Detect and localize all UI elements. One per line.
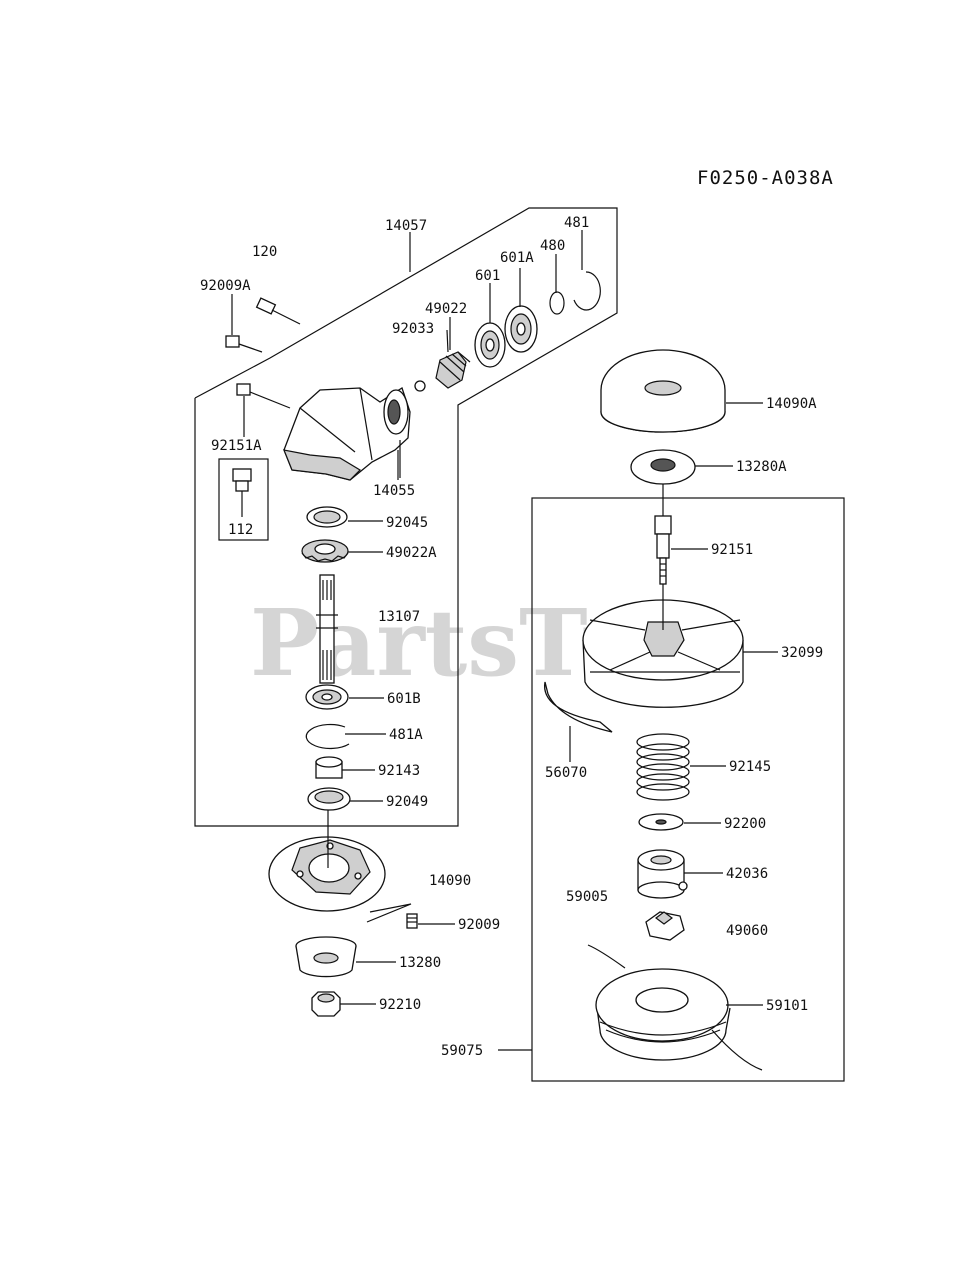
gear-case-group-outline xyxy=(194,207,618,827)
label-601a: 601A xyxy=(500,250,534,266)
label-56070: 56070 xyxy=(545,765,587,781)
diagram-code: F0250-A038A xyxy=(697,167,834,189)
bolt-92009a xyxy=(225,297,301,353)
bearing-601b xyxy=(305,684,349,710)
bearing-601 xyxy=(474,322,506,368)
label-49060: 49060 xyxy=(726,923,768,939)
label-481a: 481A xyxy=(389,727,423,743)
spool-holder-42036 xyxy=(637,849,688,899)
washer-92200 xyxy=(638,813,684,831)
guard-plate-14090 xyxy=(268,836,386,912)
small-ring xyxy=(414,380,426,392)
label-480: 480 xyxy=(540,238,565,254)
pinion-gear-49022 xyxy=(435,351,471,389)
label-120: 120 xyxy=(252,244,277,260)
label-13280: 13280 xyxy=(399,955,441,971)
holder-cup-13280 xyxy=(295,936,357,978)
shaft-13107 xyxy=(316,574,338,684)
label-14090a: 14090A xyxy=(766,396,817,412)
bearing-92045 xyxy=(306,506,348,528)
cutter-line-56070 xyxy=(544,681,613,733)
label-601b: 601B xyxy=(387,691,421,707)
bolt-112-inset-box xyxy=(218,458,269,541)
bolt-92009 xyxy=(406,913,418,929)
bolt-92151 xyxy=(654,515,672,585)
label-92049: 92049 xyxy=(386,794,428,810)
label-601: 601 xyxy=(475,268,500,284)
bolt-92151a xyxy=(236,383,291,409)
cutter-head-group-box xyxy=(531,497,845,1082)
circlip-481a xyxy=(305,723,350,750)
label-92009a: 92009A xyxy=(200,278,251,294)
washer-13280a xyxy=(630,449,696,485)
spring-92145 xyxy=(636,733,690,801)
label-92045: 92045 xyxy=(386,515,428,531)
label-32099: 32099 xyxy=(781,645,823,661)
snap-ring-480 xyxy=(549,291,565,315)
label-59101: 59101 xyxy=(766,998,808,1014)
bevel-gear-49022a xyxy=(301,539,349,563)
label-112: 112 xyxy=(228,522,253,538)
label-49022a: 49022A xyxy=(386,545,437,561)
label-92145: 92145 xyxy=(729,759,771,775)
bearing-601a xyxy=(504,305,538,353)
label-92210: 92210 xyxy=(379,997,421,1013)
label-481: 481 xyxy=(564,215,589,231)
label-59005: 59005 xyxy=(566,889,608,905)
nut-92210 xyxy=(311,991,341,1017)
label-92033: 92033 xyxy=(392,321,434,337)
label-92151a: 92151A xyxy=(211,438,262,454)
label-49022: 49022 xyxy=(425,301,467,317)
label-14090: 14090 xyxy=(429,873,471,889)
leader-lines xyxy=(231,230,778,1051)
label-92009: 92009 xyxy=(458,917,500,933)
circlip-481 xyxy=(573,271,601,311)
cover-14090a xyxy=(600,349,726,433)
label-42036: 42036 xyxy=(726,866,768,882)
label-92200: 92200 xyxy=(724,816,766,832)
collar-92143 xyxy=(315,756,343,779)
bolt-112 xyxy=(232,468,252,492)
spool-59101 xyxy=(587,944,763,1071)
nut-49060 xyxy=(645,911,685,941)
label-13280a: 13280A xyxy=(736,459,787,475)
label-92143: 92143 xyxy=(378,763,420,779)
label-92151: 92151 xyxy=(711,542,753,558)
reel-cover-32099 xyxy=(582,599,744,708)
gear-case-14055 xyxy=(283,387,411,481)
label-13107: 13107 xyxy=(378,609,420,625)
label-14057: 14057 xyxy=(385,218,427,234)
label-14055: 14055 xyxy=(373,483,415,499)
oil-seal-92049 xyxy=(307,787,351,811)
label-59075: 59075 xyxy=(441,1043,483,1059)
